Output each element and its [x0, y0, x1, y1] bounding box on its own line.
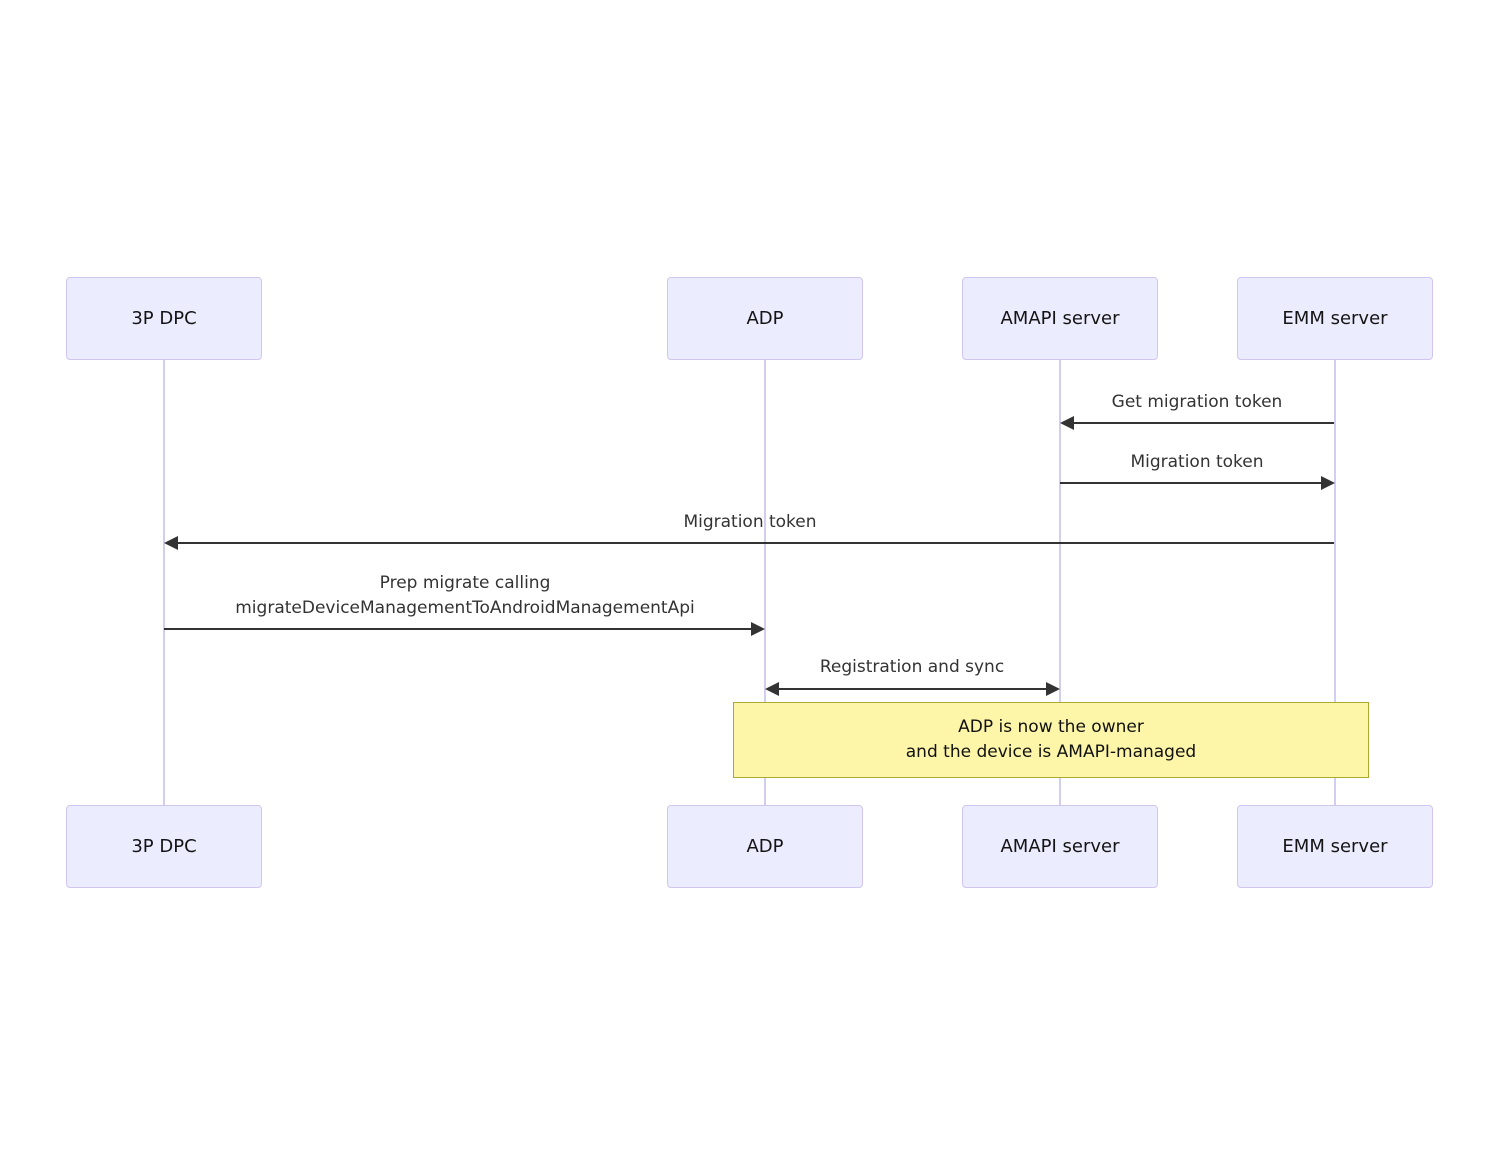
message-arrow-migration-token [1060, 482, 1322, 484]
actor-label: EMM server [1282, 836, 1388, 857]
actor-label: ADP [746, 836, 784, 857]
note-line2: and the device is AMAPI-managed [905, 742, 1197, 762]
actor-label: ADP [746, 308, 784, 329]
arrowhead-left-icon [1060, 416, 1074, 430]
message-label-registration-and-sync: Registration and sync [819, 657, 1005, 677]
lifeline-3p-dpc [163, 360, 165, 806]
lifeline-amapi-server [1059, 360, 1061, 806]
message-arrow-prep-migrate [164, 628, 752, 630]
message-label-migration-token: Migration token [1130, 452, 1264, 472]
actor-amapi-server-top: AMAPI server [962, 277, 1158, 360]
actor-adp-bottom: ADP [667, 805, 863, 888]
actor-emm-server-bottom: EMM server [1237, 805, 1433, 888]
message-label-line1: Prep migrate calling [379, 573, 551, 593]
lifeline-emm-server [1334, 360, 1336, 806]
message-label-get-migration-token: Get migration token [1111, 392, 1283, 412]
arrowhead-right-icon [751, 622, 765, 636]
note-adp-owner: ADP is now the owner and the device is A… [733, 702, 1369, 778]
actor-label: 3P DPC [131, 836, 197, 857]
lifeline-adp [764, 360, 766, 806]
message-label-migration-token-to-dpc: Migration token [683, 512, 817, 532]
arrowhead-right-icon [1321, 476, 1335, 490]
actor-amapi-server-bottom: AMAPI server [962, 805, 1158, 888]
message-label-line2: migrateDeviceManagementToAndroidManageme… [235, 598, 695, 618]
arrowhead-left-icon [164, 536, 178, 550]
message-label-prep-migrate: Prep migrate calling migrateDeviceManage… [165, 571, 765, 621]
actor-3p-dpc-bottom: 3P DPC [66, 805, 262, 888]
arrowhead-left-icon [765, 682, 779, 696]
note-line1: ADP is now the owner [958, 717, 1144, 737]
message-arrow-registration-and-sync [777, 688, 1047, 690]
actor-label: EMM server [1282, 308, 1388, 329]
actor-adp-top: ADP [667, 277, 863, 360]
actor-3p-dpc-top: 3P DPC [66, 277, 262, 360]
arrowhead-right-icon [1046, 682, 1060, 696]
actor-label: AMAPI server [1000, 308, 1120, 329]
actor-label: AMAPI server [1000, 836, 1120, 857]
message-arrow-get-migration-token [1072, 422, 1334, 424]
actor-emm-server-top: EMM server [1237, 277, 1433, 360]
actor-label: 3P DPC [131, 308, 197, 329]
message-arrow-migration-token-to-dpc [176, 542, 1334, 544]
